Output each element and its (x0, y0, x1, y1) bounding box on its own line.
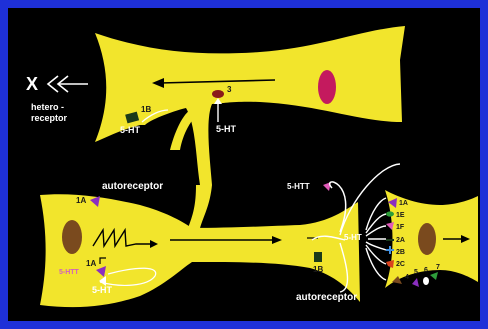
receptor-5-label: 5 (414, 269, 418, 276)
top-5ht-center-label: 5-HT (216, 124, 237, 134)
receptor-2c-label: 2C (396, 261, 405, 268)
terminal-autoreceptor-1b (314, 252, 322, 262)
receptor-2b-label: 2B (396, 249, 405, 256)
hetero-label-1: hetero - (31, 102, 64, 112)
receptor-3 (212, 90, 224, 98)
hetero-label-2: receptor (31, 113, 68, 123)
hillock-receptor-label: 1A (86, 259, 96, 268)
receptor-1e-icon (386, 211, 394, 216)
autoreceptor-lower-label: autoreceptor (296, 292, 357, 303)
postsynaptic-nucleus (418, 223, 436, 255)
left-nucleus (62, 220, 82, 254)
terminal-1b-label: 1B (313, 265, 323, 274)
heteroreceptor-1b-label: 1B (141, 105, 151, 114)
autoreceptor-upper-label: autoreceptor (102, 181, 163, 192)
receptor-1a-label: 1A (399, 200, 408, 207)
inhibition-x: X (26, 74, 38, 94)
receptor-7-label: 7 (436, 264, 440, 271)
receptor-1f-label: 1F (396, 224, 405, 231)
top-5ht-left-label: 5-HT (120, 125, 141, 135)
receptor-2a-label: 2A (396, 237, 405, 244)
receptor-4-label: 4 (405, 274, 409, 281)
receptor-3-label: 3 (227, 85, 232, 94)
receptor-6-label: 6 (424, 267, 428, 274)
left-5htt-label: 5-HTT (59, 269, 80, 276)
synapse-5ht-label: 5-HT (344, 233, 362, 242)
receptor-1e-label: 1E (396, 212, 405, 219)
soma-receptor-1a-label: 1A (76, 196, 86, 205)
receptor-6-icon (423, 277, 429, 285)
left-5ht-label: 5-HT (92, 285, 113, 295)
right-5htt-label: 5-HTT (287, 182, 310, 191)
top-nucleus (318, 70, 336, 104)
